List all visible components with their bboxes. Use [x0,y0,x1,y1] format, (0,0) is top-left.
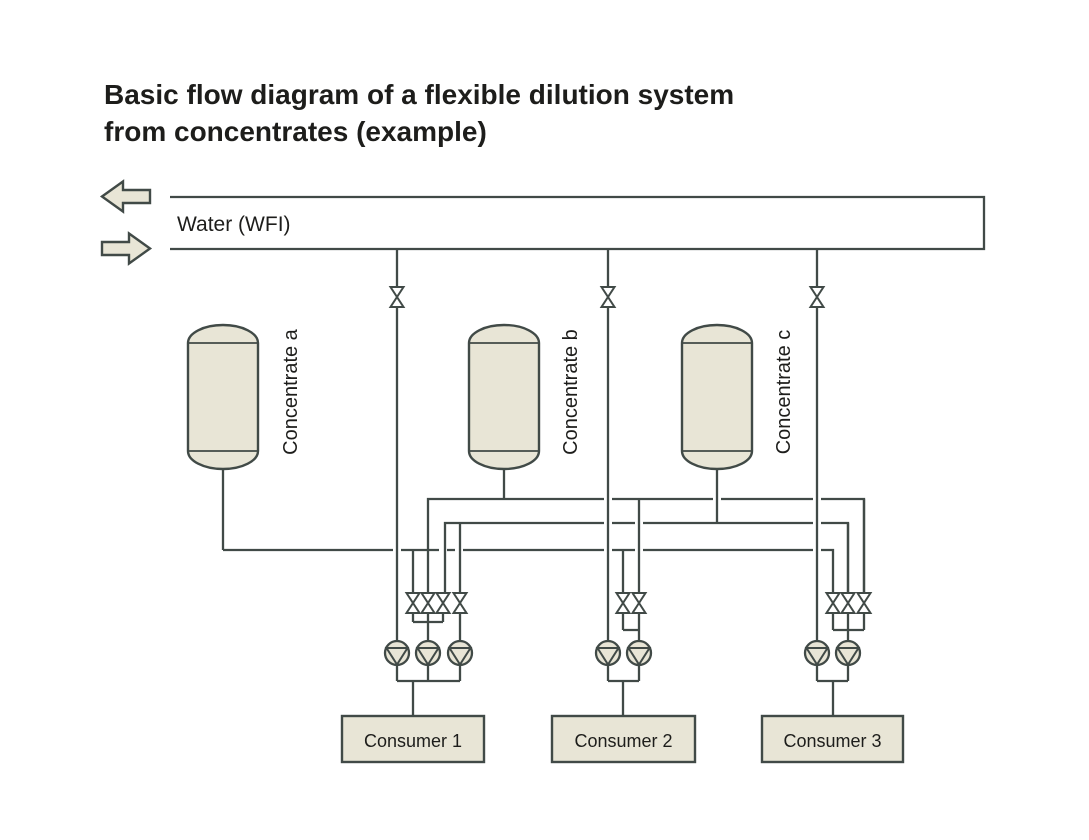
tank-a-label: Concentrate a [280,328,302,455]
pump-icon [446,639,474,667]
tank-concentrate-a: Concentrate a [186,323,302,550]
tank-c-label: Concentrate c [773,330,795,455]
manifold-a [223,548,835,593]
tank-concentrate-b: Concentrate b [467,323,582,499]
valve-icon [855,592,873,614]
valve-icon [434,592,452,614]
valve-icon [388,286,406,308]
group3-piping [815,499,866,716]
pump-icon [834,639,862,667]
valve-icon [451,592,469,614]
arrow-right-icon [100,231,153,266]
valve-icon [614,592,632,614]
water-pipe-label: Water (WFI) [177,213,291,236]
consumer-3-label: Consumer 3 [783,731,881,751]
consumer-2-label: Consumer 2 [574,731,672,751]
tank-b-label: Concentrate b [560,329,582,455]
group1-piping [395,523,462,716]
arrow-left-icon [99,179,152,214]
tank-concentrate-c: Concentrate c [680,323,795,523]
valve-icon [824,592,842,614]
valve-icon [630,592,648,614]
manifold-b [426,497,866,593]
valve-icon [419,592,437,614]
consumer-3-box: Consumer 3 [760,714,905,764]
pump-icon [803,639,831,667]
manifold-c [443,521,850,593]
pump-icon [594,639,622,667]
group2-piping [606,499,641,716]
consumer-1-label: Consumer 1 [364,731,462,751]
valve-icon [404,592,422,614]
valve-icon [839,592,857,614]
pump-icon [414,639,442,667]
page-title-line1: Basic flow diagram of a flexible dilutio… [104,79,734,110]
water-pipe [170,195,986,251]
consumer-2-box: Consumer 2 [550,714,697,764]
consumer-1-box: Consumer 1 [340,714,486,764]
pump-icon [383,639,411,667]
valve-icon [808,286,826,308]
page-title-line2: from concentrates (example) [104,116,487,147]
valve-icon [599,286,617,308]
pump-icon [625,639,653,667]
